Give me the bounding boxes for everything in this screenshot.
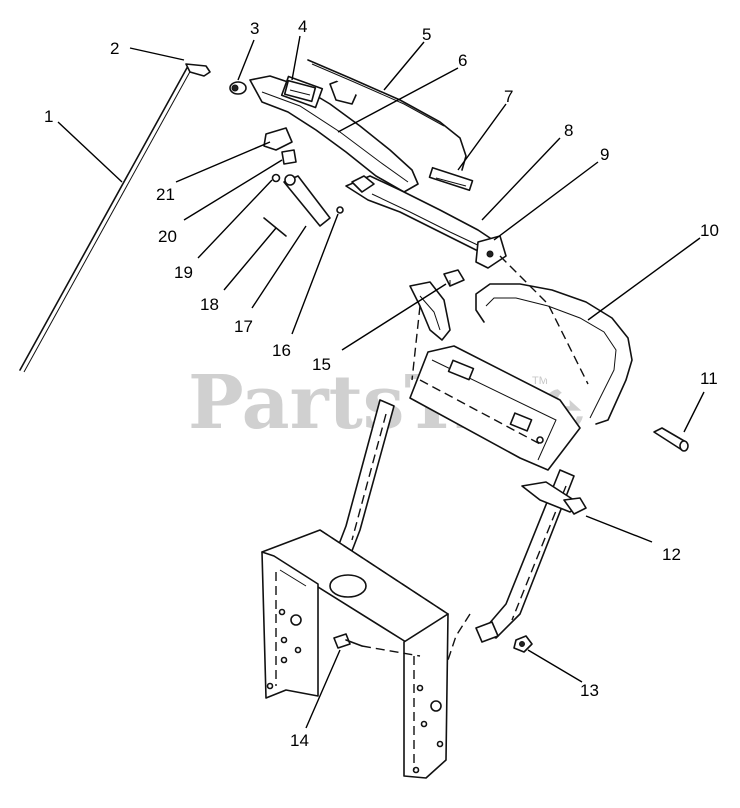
part-link-arm	[283, 174, 331, 227]
callout-15: 15	[312, 355, 331, 374]
callout-8: 8	[564, 121, 573, 140]
callout-13: 13	[580, 681, 599, 700]
callout-2: 2	[110, 39, 119, 58]
part-main-handle	[335, 281, 633, 643]
callout-7: 7	[504, 87, 513, 106]
callout-14: 14	[290, 731, 309, 750]
callout-12: 12	[662, 545, 681, 564]
callout-5: 5	[422, 25, 431, 44]
part-label	[283, 79, 317, 103]
part-washer	[271, 173, 281, 183]
callout-3: 3	[250, 19, 259, 38]
callouts: 1 2 3 4 5 6 7 8 9 10 11 12 13 14 15 16 1…	[44, 17, 719, 750]
callout-20: 20	[158, 227, 177, 246]
callout-16: 16	[272, 341, 291, 360]
callout-18: 18	[200, 295, 219, 314]
part-rod	[19, 65, 193, 373]
part-lever	[345, 175, 497, 257]
part-cable	[307, 59, 467, 171]
assembly-lines	[361, 255, 589, 661]
leader-lines	[57, 35, 705, 729]
part-pin	[263, 217, 287, 237]
part-nut	[513, 635, 533, 653]
part-pivot-bracket	[475, 235, 507, 269]
callout-19: 19	[174, 263, 193, 282]
callout-6: 6	[458, 51, 467, 70]
callout-17: 17	[234, 317, 253, 336]
callout-21: 21	[156, 185, 175, 204]
callout-11: 11	[700, 369, 718, 388]
part-bolt	[333, 633, 363, 649]
part-clamp	[521, 481, 587, 515]
part-block	[443, 269, 465, 287]
callout-9: 9	[600, 145, 609, 164]
watermark-trademark: TM	[532, 375, 548, 387]
part-pivot	[263, 127, 297, 165]
part-rod-clip	[185, 63, 211, 77]
part-shaft	[653, 427, 689, 452]
callout-10: 10	[700, 221, 719, 240]
part-decal	[428, 166, 474, 192]
callout-1: 1	[44, 107, 53, 126]
part-knob	[229, 81, 247, 95]
callout-4: 4	[298, 17, 307, 36]
part-screw	[336, 206, 344, 214]
part-lower-bracket	[261, 529, 449, 779]
part-cross-bar	[409, 345, 581, 471]
